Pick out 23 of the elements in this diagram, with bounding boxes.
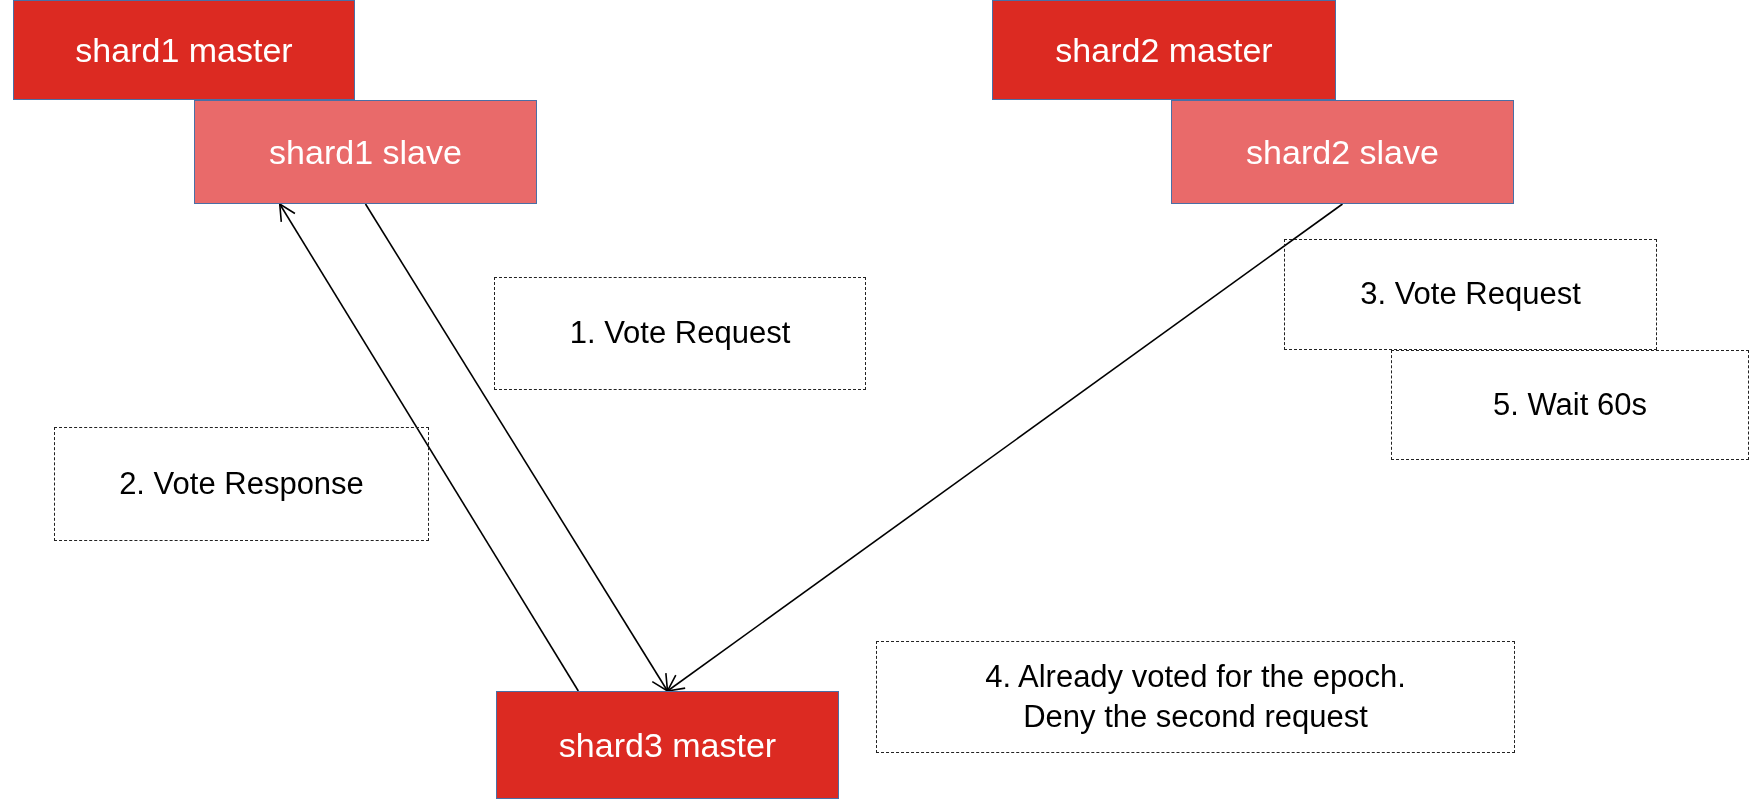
node-label: shard2 slave	[1246, 132, 1439, 172]
shard-box	[13, 0, 355, 100]
node-label: shard3 master	[558, 725, 777, 765]
shard-box	[496, 691, 839, 799]
shard-box	[1171, 100, 1514, 204]
node-label: 2. Vote Response	[119, 464, 364, 503]
note-box	[54, 427, 429, 541]
shard-box	[194, 100, 537, 204]
note-box	[876, 641, 1515, 753]
note-box	[1284, 239, 1657, 350]
node-label: 4. Already voted for the epoch. Deny the second request	[984, 657, 1407, 736]
arrow	[278, 203, 580, 692]
node-label: 3. Vote Request	[1360, 275, 1581, 314]
arrow	[666, 203, 1344, 692]
node-label: 1. Vote Request	[569, 314, 791, 353]
note-box	[494, 277, 866, 390]
node-label: 5. Wait 60s	[1493, 385, 1647, 424]
arrow	[364, 203, 669, 692]
node-label: shard1 slave	[269, 132, 462, 172]
node-label: shard1 master	[75, 30, 293, 70]
shard-box	[992, 0, 1336, 100]
node-label: shard2 master	[1055, 30, 1273, 70]
note-box	[1391, 350, 1749, 460]
